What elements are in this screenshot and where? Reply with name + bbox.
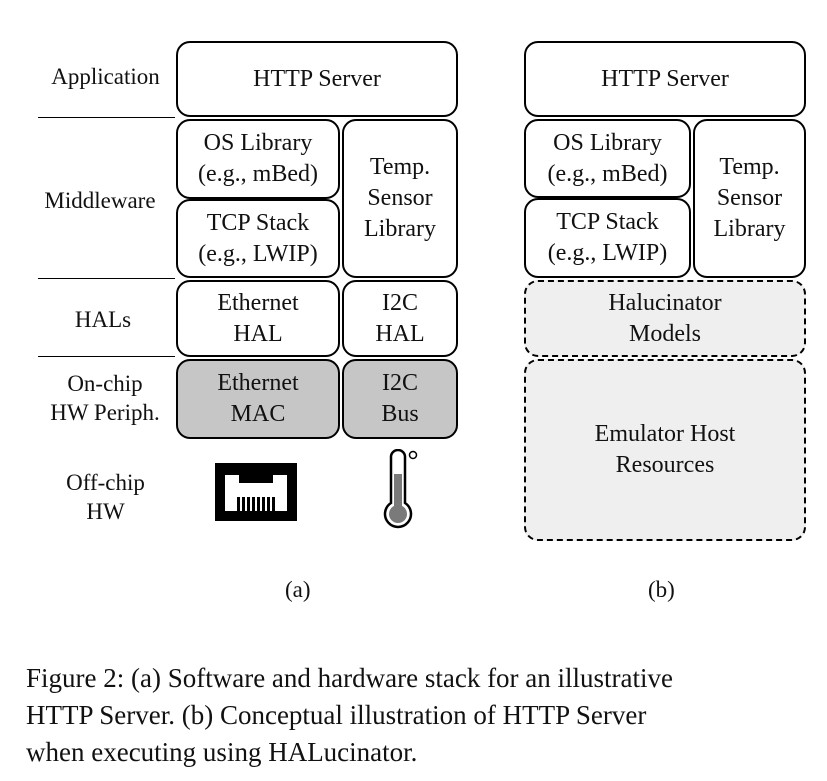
layer-label-application: Application — [51, 64, 160, 89]
panel-a-label: (a) — [285, 577, 311, 602]
b-tcp-stack-box: TCP Stack(e.g., LWIP) — [524, 198, 691, 278]
b-os-library-box: OS Library(e.g., mBed) — [524, 119, 691, 198]
separator-middleware — [38, 278, 175, 279]
a-tcp-stack-box: TCP Stack(e.g., LWIP) — [176, 199, 340, 278]
a-os-library-box: OS Library(e.g., mBed) — [176, 119, 340, 199]
ethernet-port-icon — [215, 463, 297, 521]
layer-label-middleware: Middleware — [44, 188, 156, 213]
layer-label-hals: HALs — [74, 307, 132, 332]
separator-application — [38, 117, 175, 118]
caption-line-2: HTTP Server. (b) Conceptual illustration… — [26, 700, 647, 730]
thermometer-icon — [383, 449, 418, 529]
caption-line-1: Figure 2: (a) Software and hardware stac… — [26, 663, 674, 693]
separator-hals — [38, 356, 175, 357]
panel-b-label: (b) — [648, 577, 675, 602]
a-http-server-box: HTTP Server — [176, 41, 458, 117]
b-http-server-box: HTTP Server — [524, 41, 806, 117]
figure-caption: Figure 2: (a) Software and hardware stac… — [26, 660, 810, 771]
caption-line-3: when executing using HALucinator. — [26, 737, 418, 767]
